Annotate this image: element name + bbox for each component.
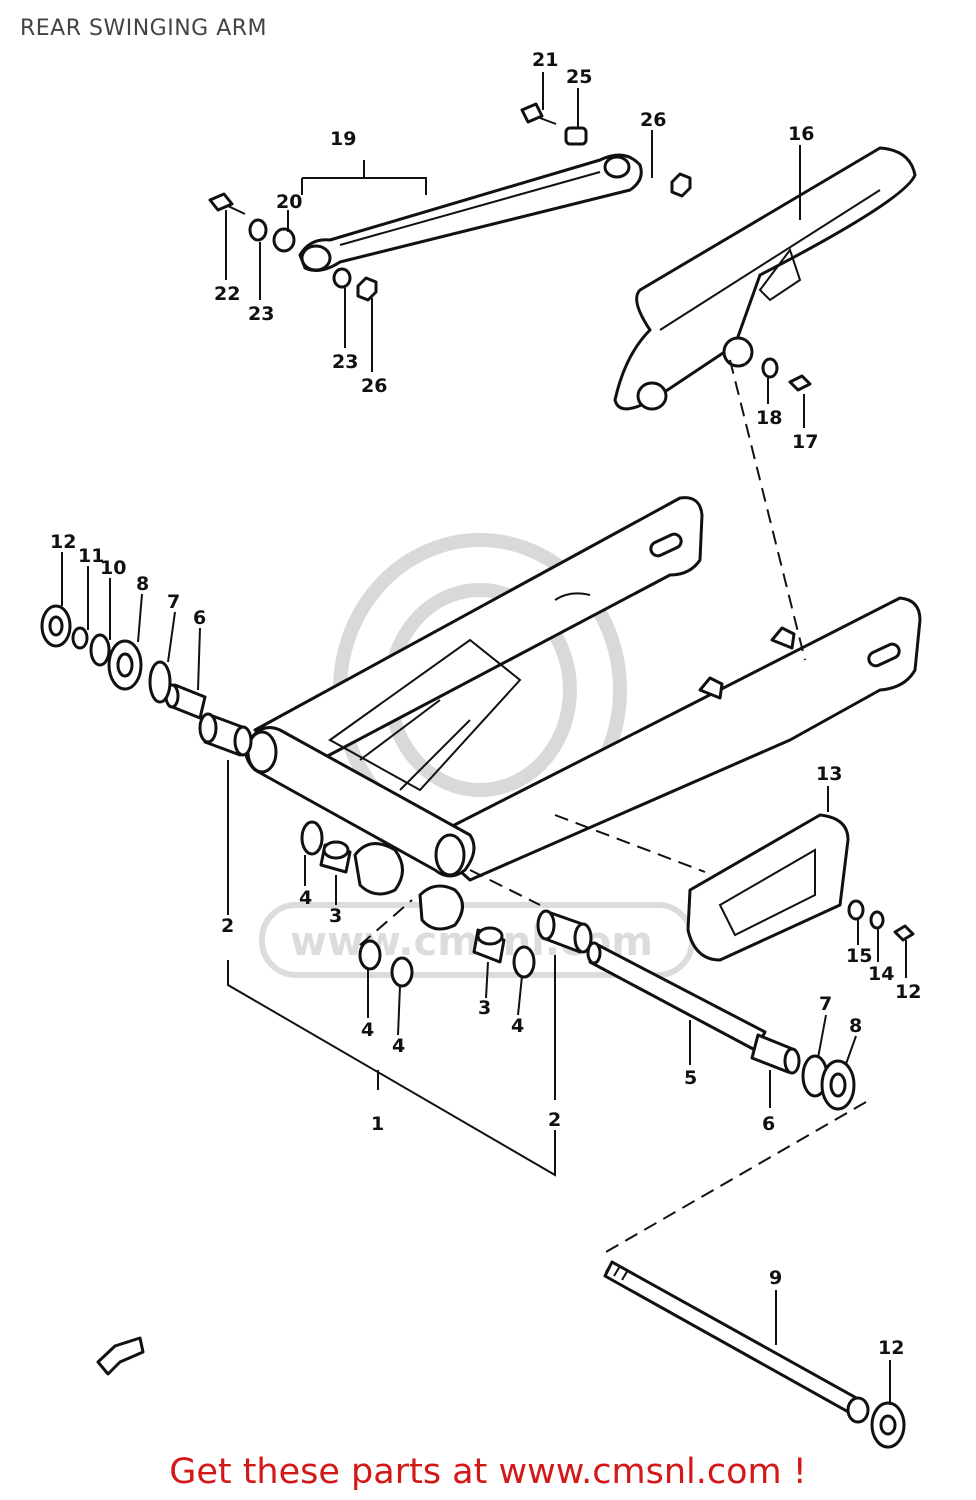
callout-4c[interactable]: 4 — [392, 1035, 405, 1057]
callout-6a[interactable]: 6 — [193, 607, 206, 629]
callout-2a[interactable]: 2 — [221, 915, 234, 937]
washer-23b[interactable] — [332, 267, 352, 289]
seal-4d[interactable] — [512, 945, 536, 979]
nut-26b[interactable] — [356, 276, 378, 302]
callout-21[interactable]: 20 — [276, 191, 302, 213]
callout-4d[interactable]: 4 — [511, 1015, 524, 1037]
bolt-18[interactable] — [788, 374, 812, 392]
callout-5[interactable]: 5 — [684, 1067, 697, 1089]
nut-26a[interactable] — [670, 172, 692, 198]
callout-7a[interactable]: 7 — [167, 591, 180, 613]
callout-3a[interactable]: 3 — [329, 905, 342, 927]
washer-19[interactable] — [761, 357, 779, 379]
callout-10[interactable]: 10 — [100, 557, 126, 579]
callout-23b[interactable]: 23 — [332, 351, 358, 373]
seal-8-right[interactable] — [820, 1059, 856, 1111]
callout-12b[interactable]: 12 — [878, 1337, 904, 1359]
chain-guide[interactable] — [686, 813, 850, 962]
callout-13[interactable]: 13 — [816, 763, 842, 785]
callout-26a[interactable]: 26 — [640, 109, 666, 131]
callout-7b[interactable]: 7 — [819, 993, 832, 1015]
callout-8a[interactable]: 8 — [136, 573, 149, 595]
washer-10[interactable] — [89, 633, 111, 667]
callout-4a[interactable]: 4 — [299, 887, 312, 909]
callout-8b[interactable]: 8 — [849, 1015, 862, 1037]
chain-case[interactable] — [613, 146, 917, 411]
seal-4c[interactable] — [390, 956, 414, 988]
alignment-line — [605, 1101, 867, 1253]
callout-24[interactable]: 21 — [532, 49, 558, 71]
pivot-bearing-left[interactable] — [198, 712, 253, 757]
bolt-14[interactable] — [893, 924, 915, 942]
callout-9[interactable]: 9 — [769, 1267, 782, 1289]
washer-23a[interactable] — [248, 218, 268, 242]
callout-6b[interactable]: 6 — [762, 1113, 775, 1135]
collar-11[interactable] — [71, 626, 89, 650]
callout-15[interactable]: 14 — [868, 963, 894, 985]
diagram-title: REAR SWINGING ARM — [20, 16, 268, 41]
seal-4b[interactable] — [358, 939, 382, 971]
front-arrow-icon — [96, 1336, 145, 1376]
callout-4b[interactable]: 4 — [361, 1019, 374, 1041]
swing-arm[interactable] — [244, 496, 922, 931]
footer-link[interactable]: Get these parts at www.cmsnl.com ! — [169, 1452, 807, 1492]
pivot-bearing-right[interactable] — [536, 909, 593, 954]
nut-12-left[interactable] — [40, 604, 72, 648]
torque-link[interactable] — [298, 153, 643, 272]
callout-16[interactable]: 15 — [846, 945, 872, 967]
callout-2b[interactable]: 2 — [548, 1109, 561, 1131]
bushing-3a[interactable] — [319, 840, 352, 874]
callout-labels: 21 25 26 16 19 20 22 23 23 26 18 17 12 1… — [50, 49, 921, 1359]
bushing-3b[interactable] — [472, 926, 506, 964]
pivot-bolt-9[interactable] — [603, 1260, 870, 1424]
callout-14[interactable]: 12 — [895, 981, 921, 1003]
callout-17[interactable]: 16 — [788, 123, 814, 145]
spacer-25[interactable] — [564, 126, 588, 146]
spacer-6-right[interactable] — [750, 1033, 801, 1075]
nut-12-right[interactable] — [870, 1401, 906, 1449]
pivot-shaft[interactable] — [586, 941, 767, 1052]
washer-15[interactable] — [869, 910, 885, 930]
callout-19[interactable]: 18 — [756, 407, 782, 429]
callout-12a[interactable]: 12 — [50, 531, 76, 553]
callout-11[interactable]: 11 — [78, 545, 104, 567]
callout-18[interactable]: 17 — [792, 431, 818, 453]
washer-7-left[interactable] — [148, 660, 172, 704]
seal-8-left[interactable] — [107, 639, 143, 691]
alignment-line — [729, 359, 806, 661]
callout-22[interactable]: 22 — [214, 283, 240, 305]
bolt-22[interactable] — [208, 192, 246, 215]
alignment-line — [469, 869, 541, 906]
callout-20[interactable]: 19 — [330, 128, 356, 150]
callout-25[interactable]: 25 — [566, 66, 592, 88]
bushing-21[interactable] — [272, 227, 296, 253]
callout-1[interactable]: 1 — [371, 1113, 384, 1135]
callout-26b[interactable]: 26 — [361, 375, 387, 397]
leader-lines — [61, 72, 907, 1405]
alignment-line — [359, 899, 413, 946]
bolt-24[interactable] — [520, 102, 557, 125]
seal-4a[interactable] — [300, 820, 324, 856]
alignment-line — [554, 814, 706, 873]
washer-16[interactable] — [847, 899, 865, 921]
spacer-6-left[interactable] — [164, 683, 207, 720]
callout-3b[interactable]: 3 — [478, 997, 491, 1019]
callout-23a[interactable]: 23 — [248, 303, 274, 325]
